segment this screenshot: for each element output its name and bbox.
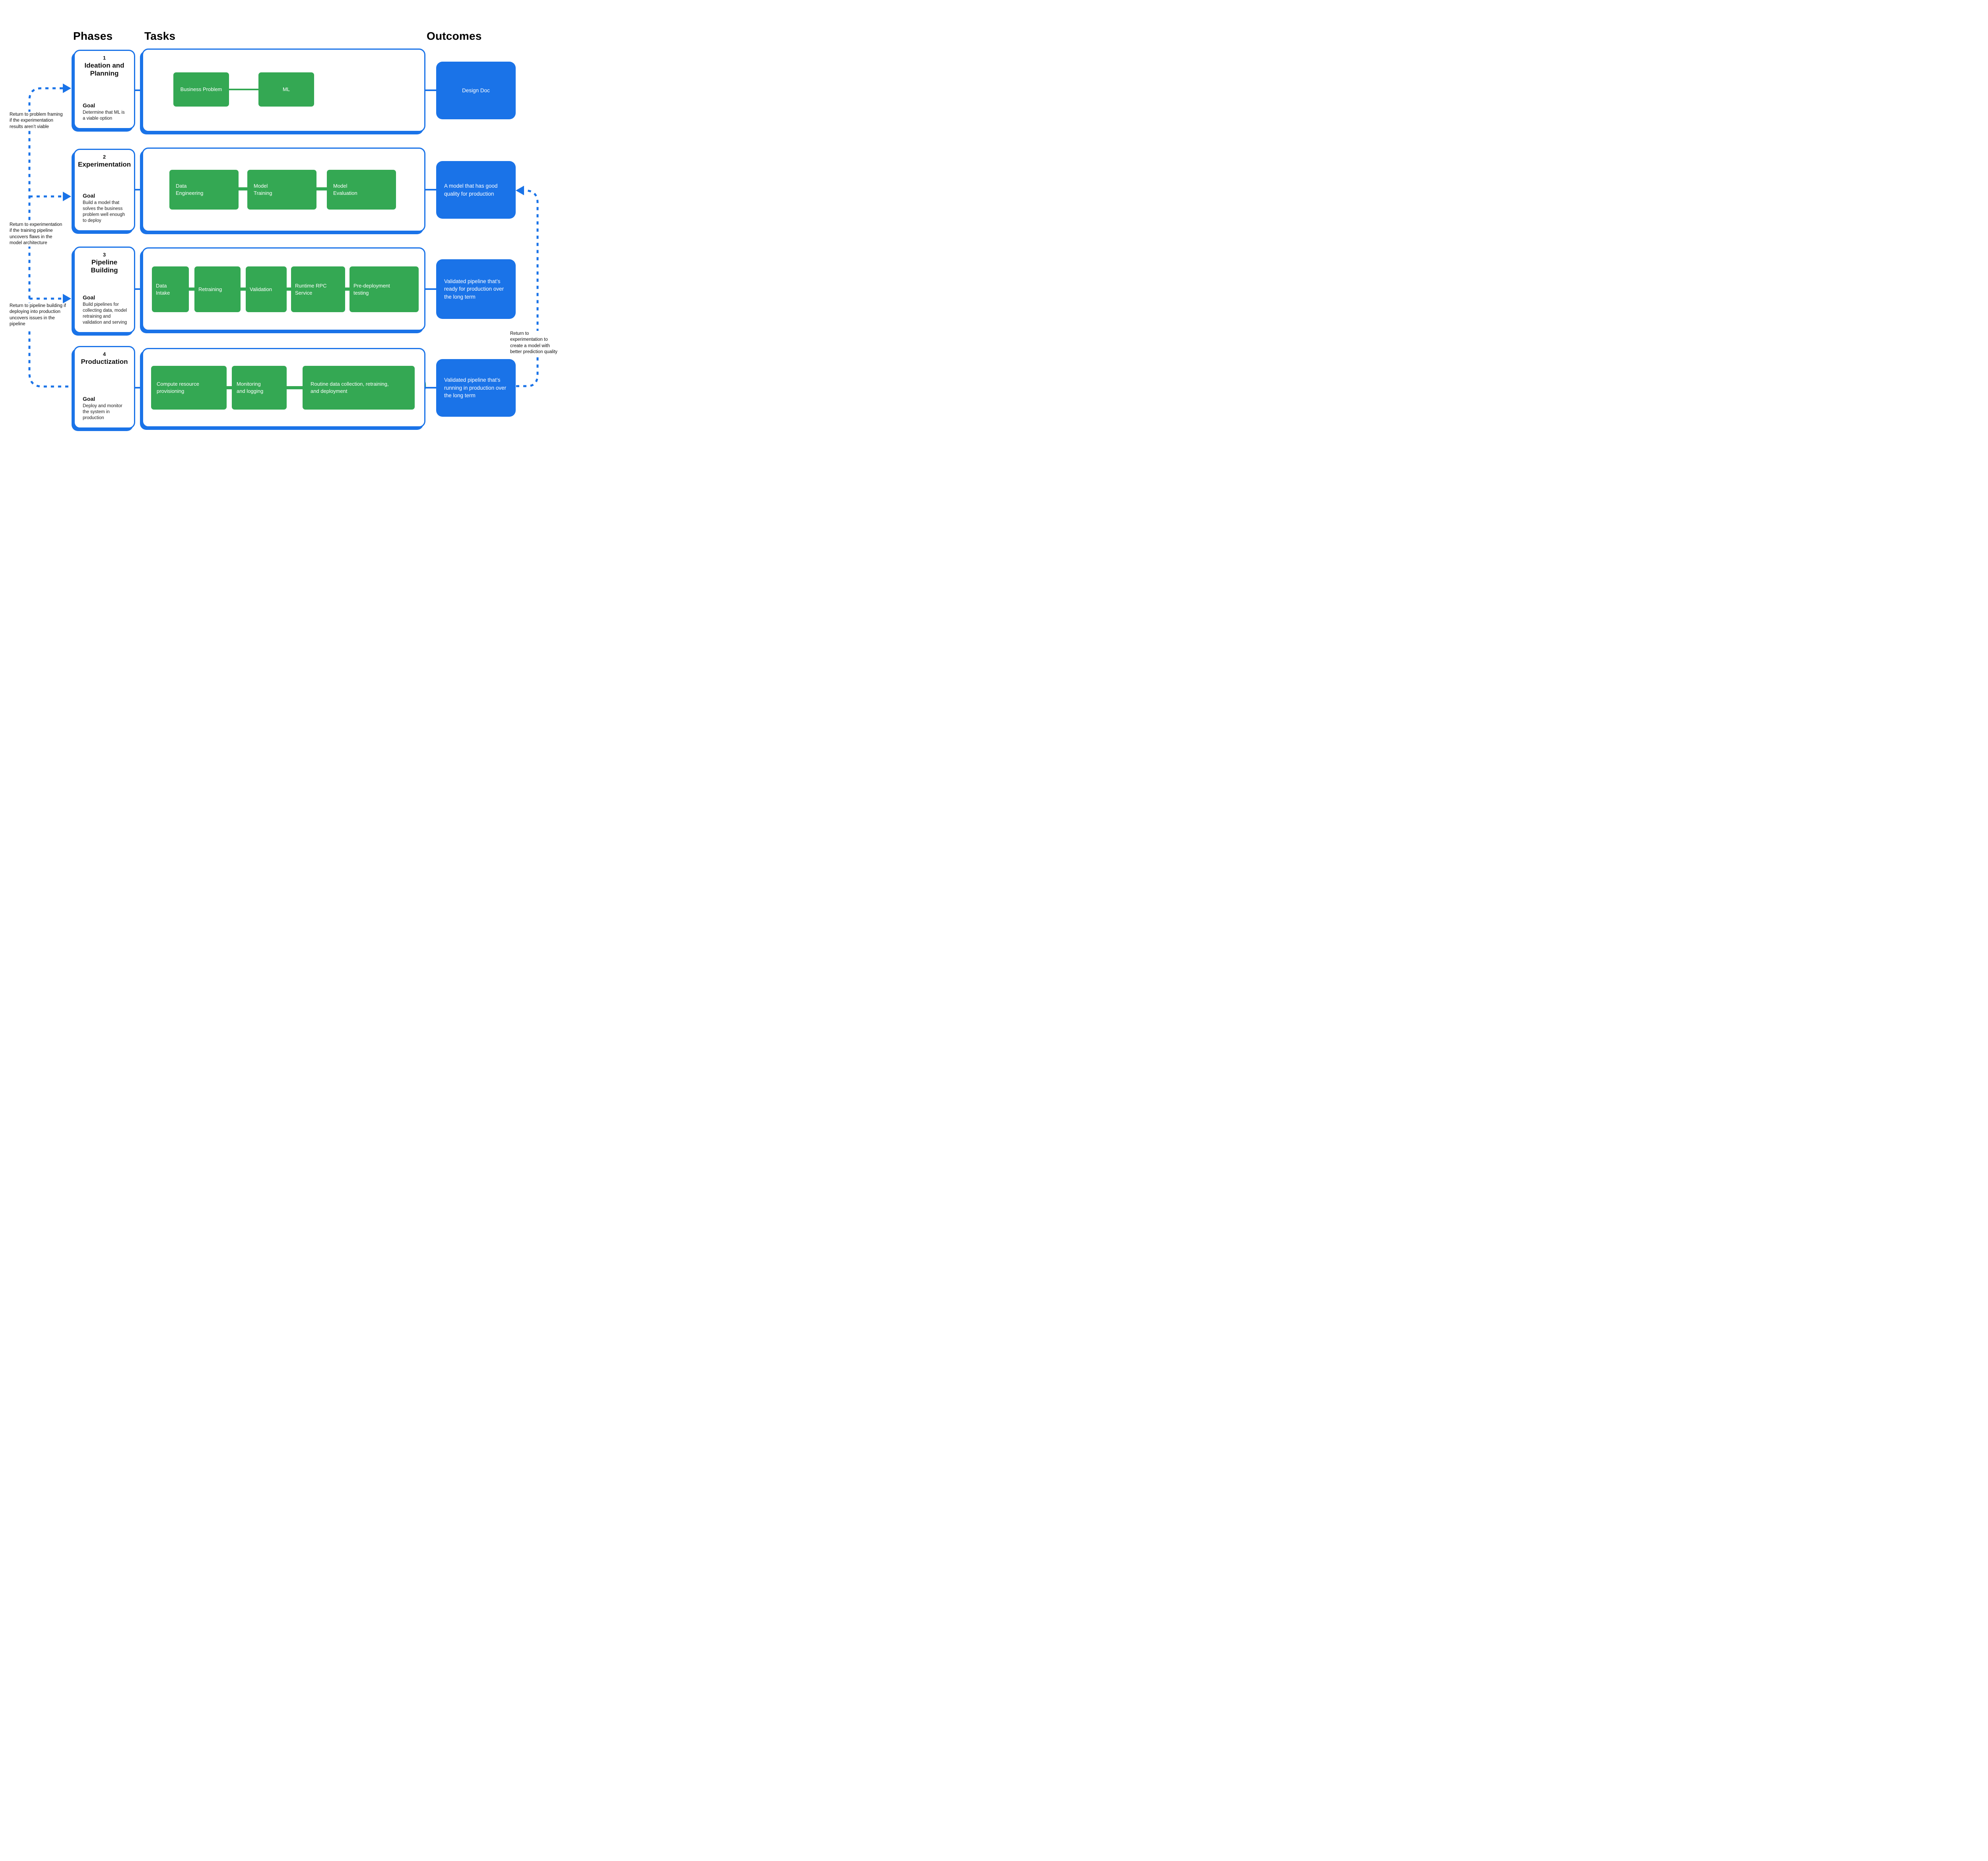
phase-title: Pipeline Building [91,258,118,274]
mlops-lifecycle-diagram: Phases Tasks Outcomes 1 Ideation and Pla… [0,0,564,465]
phase-goal: Goal Build a model that solves the busin… [78,192,131,224]
task-node-validation: Validation [246,266,287,312]
phase-goal: Goal Build pipelines for collecting data… [78,294,131,326]
arrowhead-right-icon [63,192,71,201]
outcome-validated-pipeline-running: Validated pipeline that’s running in pro… [436,359,516,417]
task-label: Data Engineering [176,183,204,196]
phase-task-connector [135,189,142,190]
phase-task-connector [135,288,142,290]
phase-card-experimentation: 2 Experimentation Goal Build a model tha… [74,149,135,231]
phase-task-connector [135,387,142,389]
goal-text: Deploy and monitor the system in product… [83,404,122,421]
annotation-return-experimentation: Return to experimentation if the trainin… [10,222,63,247]
task-node-model-evaluation: Model Evaluation [327,170,396,210]
task-outcome-connector [425,89,437,91]
task-node-routine-collection-retraining-deployment: Routine data collection, retraining, and… [303,366,415,410]
task-node-compute-resource-provisioning: Compute resource provisioning [151,366,227,410]
arrowhead-right-icon [63,84,71,93]
goal-text: Build pipelines for collecting data, mod… [83,302,127,325]
task-label: Business Problem [180,86,222,93]
phase-card-pipeline-building: 3 Pipeline Building Goal Build pipelines… [74,247,135,333]
phase-card-ideation: 1 Ideation and Planning Goal Determine t… [74,50,135,129]
task-link [189,288,194,291]
phase-goal: Goal Determine that ML is a viable optio… [78,102,131,122]
task-label: Compute resource provisioning [157,381,199,394]
task-node-data-intake: Data Intake [152,266,189,312]
task-link [239,187,247,190]
task-label: Runtime RPC Service [295,282,327,296]
task-link [287,386,303,389]
phase-number: 3 [103,252,106,258]
task-outcome-connector [425,387,437,389]
goal-text: Build a model that solves the business p… [83,200,125,223]
task-link [229,89,258,90]
goal-label: Goal [83,396,95,402]
phase-task-connector [135,89,142,91]
task-label: ML [282,86,290,93]
task-link [227,386,232,389]
task-outcome-connector [425,189,437,190]
phase-goal: Goal Deploy and monitor the system in pr… [78,396,131,421]
goal-label: Goal [83,102,95,109]
annotation-return-better-prediction: Return to experimentation to create a mo… [510,331,559,355]
task-label: Data Intake [156,282,170,296]
phase-title: Experimentation [78,161,131,168]
task-label: Model Training [254,183,272,196]
task-link [241,288,246,291]
task-node-ml: ML [258,72,314,107]
annotation-return-pipeline-building: Return to pipeline building if deploying… [10,303,66,328]
outcome-validated-pipeline-ready: Validated pipeline that’s ready for prod… [436,259,516,319]
task-node-business-problem: Business Problem [173,72,229,107]
task-node-model-training: Model Training [247,170,316,210]
task-node-data-engineering: Data Engineering [169,170,239,210]
task-node-pre-deployment-testing: Pre-deployment testing [349,266,419,312]
task-label: Routine data collection, retraining, and… [311,381,389,394]
task-link [316,187,327,190]
task-node-monitoring-logging: Monitoring and logging [232,366,287,410]
task-label: Validation [250,286,272,292]
task-link [345,288,349,291]
task-node-retraining: Retraining [194,266,241,312]
goal-text: Determine that ML is a viable option [83,110,125,121]
column-header-outcomes: Outcomes [427,30,482,42]
phase-title: Ideation and Planning [84,62,124,77]
task-link [287,288,291,291]
phase-number: 1 [103,55,106,61]
outcome-design-doc: Design Doc [436,62,516,119]
arrowhead-right-icon [63,294,71,303]
phase-title: Productization [81,358,128,365]
task-label: Model Evaluation [333,183,357,196]
goal-label: Goal [83,192,95,199]
phase-card-productization: 4 Productization Goal Deploy and monitor… [74,346,135,429]
annotation-return-problem-framing: Return to problem framing if the experim… [10,112,66,130]
column-header-phases: Phases [73,30,113,42]
return-path-right [516,189,539,387]
outcome-good-model: A model that has good quality for produc… [436,161,516,219]
task-label: Monitoring and logging [237,381,264,394]
phase-number: 2 [103,154,106,160]
phase-number: 4 [103,351,106,357]
task-outcome-connector [425,288,437,290]
column-header-tasks: Tasks [144,30,176,42]
task-label: Pre-deployment testing [353,282,390,296]
goal-label: Goal [83,294,95,301]
arrowhead-left-icon [516,186,524,195]
task-node-runtime-rpc-service: Runtime RPC Service [291,266,345,312]
task-label: Retraining [198,286,222,292]
